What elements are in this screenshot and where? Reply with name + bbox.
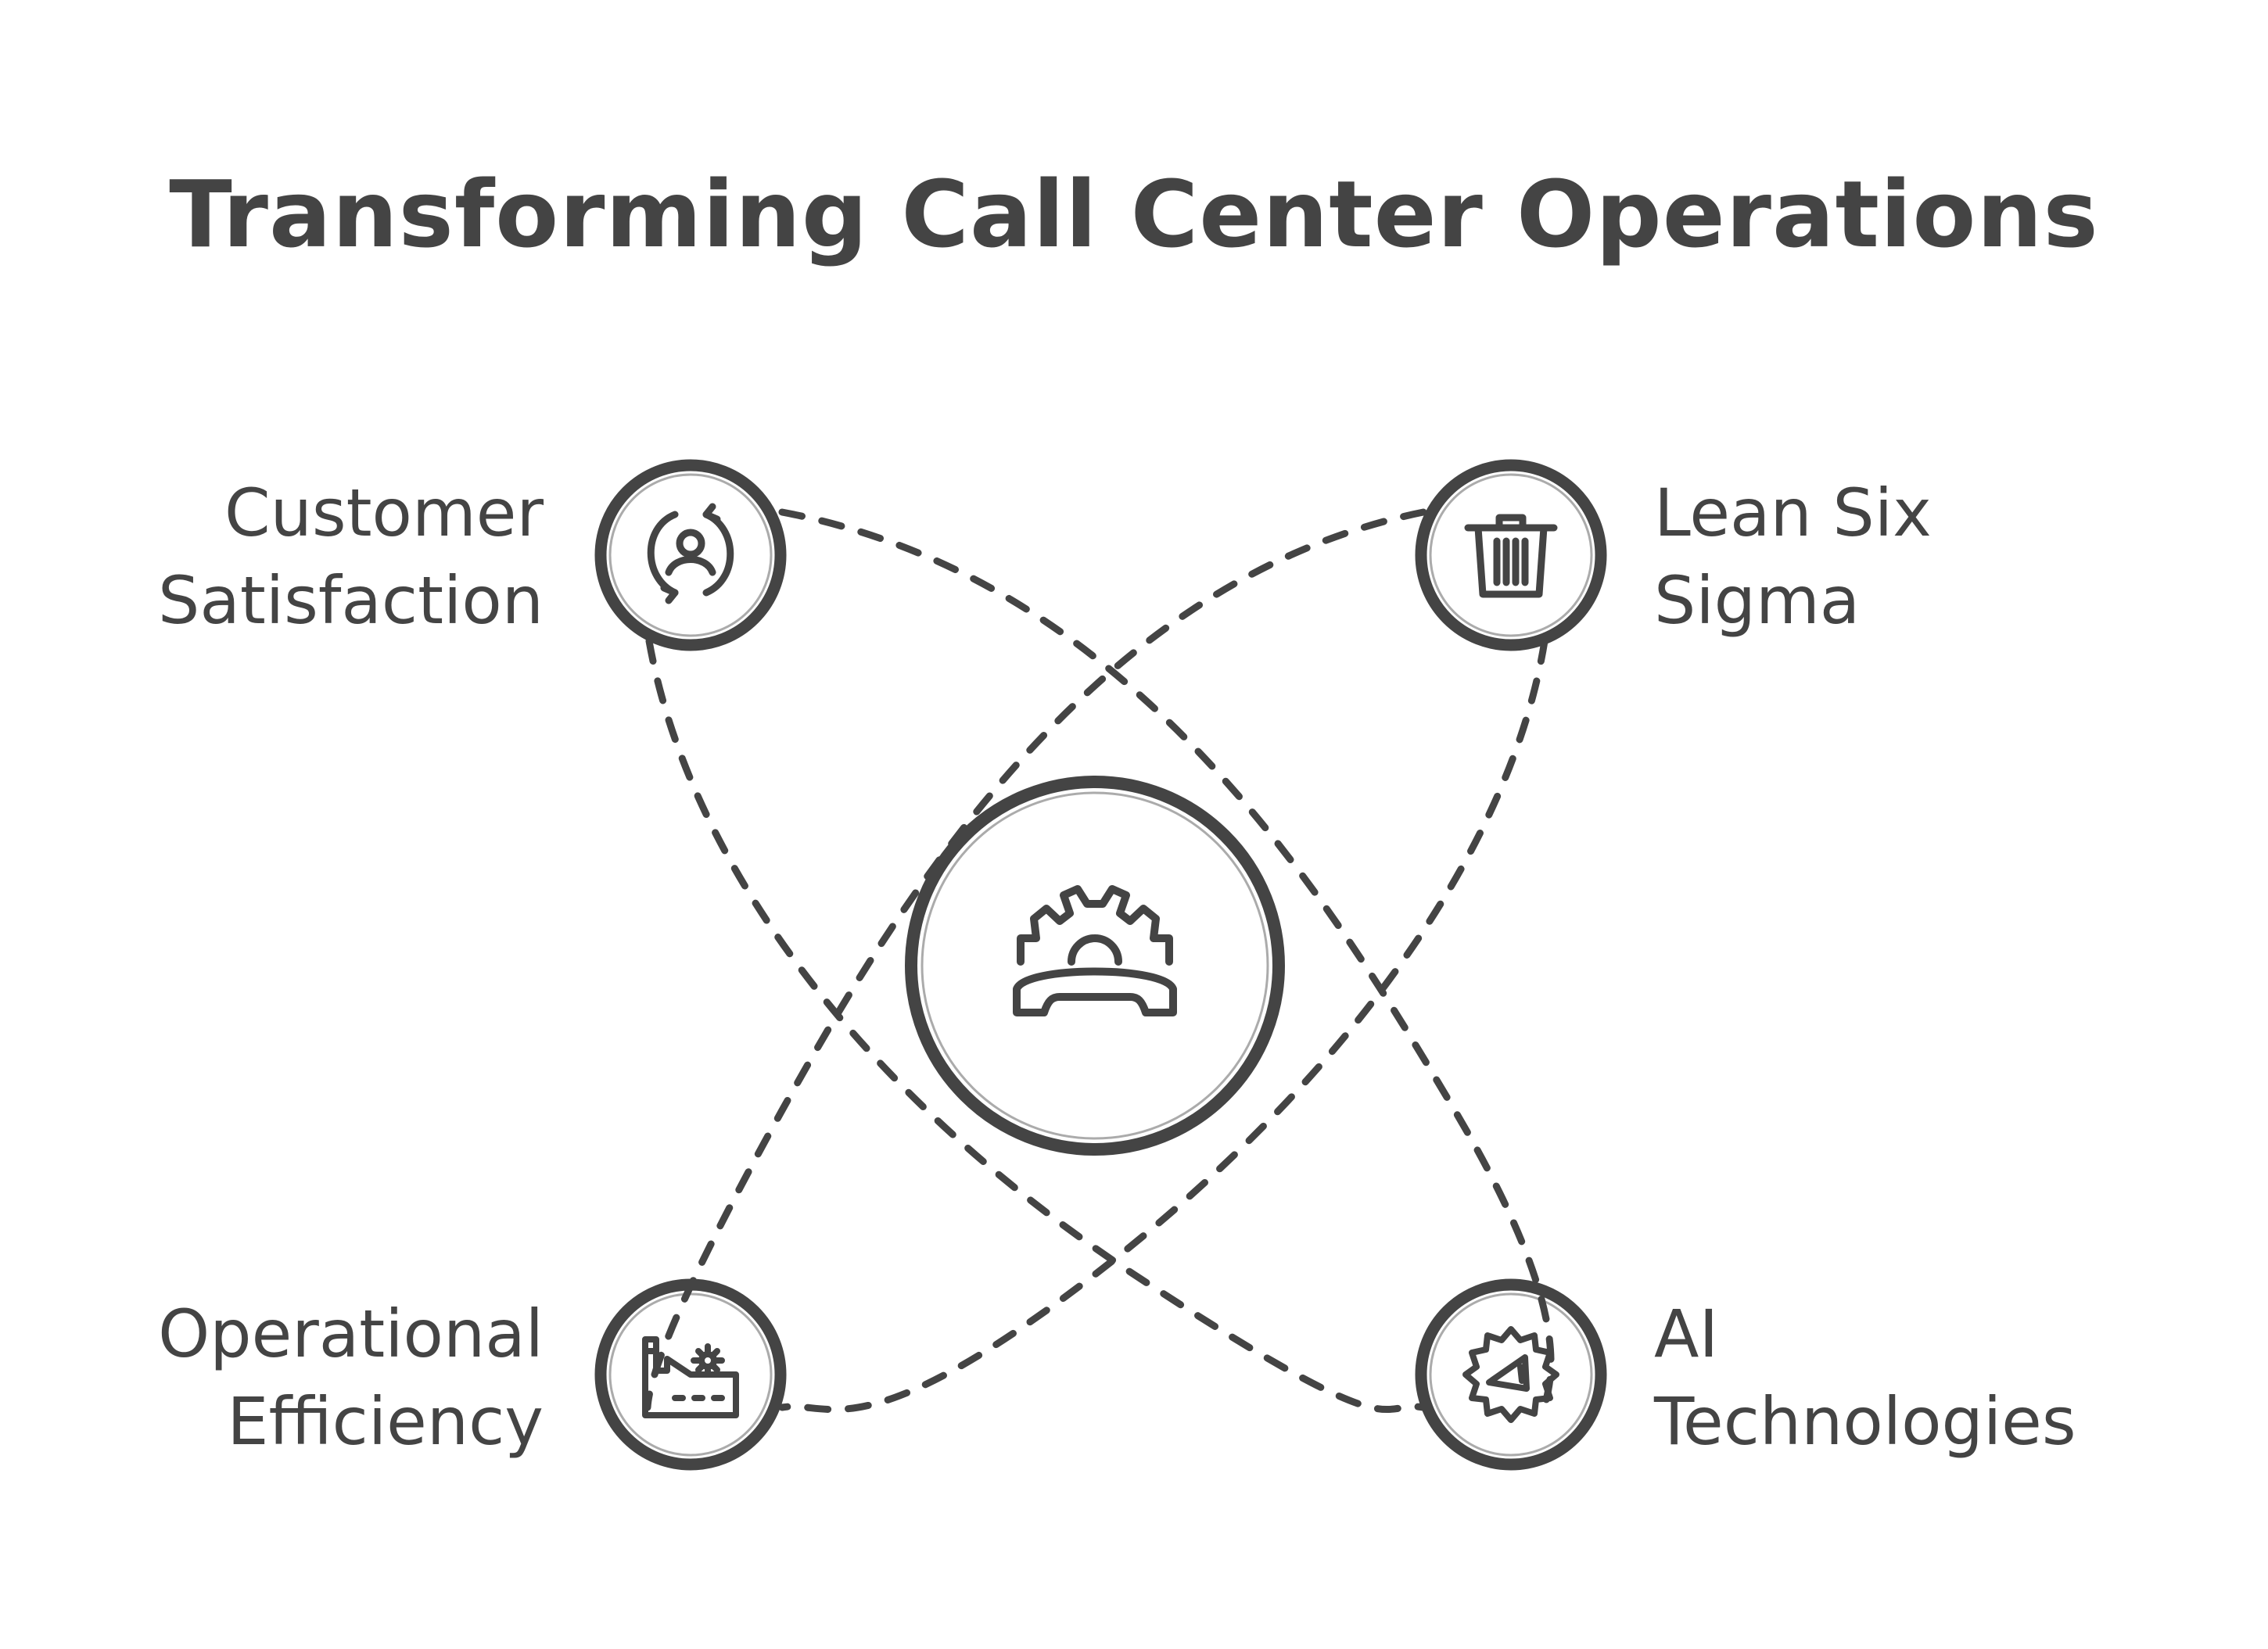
label-lean-six-sigma: Lean Six Sigma — [1654, 469, 1932, 644]
label-operational-efficiency: Operational Efficiency — [158, 1290, 544, 1465]
center-circle — [905, 776, 1285, 1156]
label-line: Lean Six — [1654, 475, 1932, 551]
label-ai-technologies: AI Technologies — [1654, 1290, 2076, 1465]
node-circle-inner — [608, 473, 773, 637]
label-line: Sigma — [1654, 562, 1861, 639]
node-circle-inner — [608, 1292, 773, 1457]
ai-gear-icon — [1462, 1326, 1559, 1423]
label-line: AI — [1654, 1296, 1719, 1372]
label-customer-satisfaction: Customer Satisfaction — [158, 469, 544, 644]
label-line: Operational — [158, 1296, 544, 1372]
node-customer-satisfaction — [594, 459, 787, 651]
connectors — [644, 508, 1555, 1414]
node-circle — [594, 1278, 787, 1471]
node-circle — [1415, 459, 1607, 651]
trash-bin-icon — [1464, 514, 1558, 598]
connector-lean-to-operational — [644, 508, 1427, 1411]
node-ai-technologies — [1415, 1278, 1607, 1471]
customer-cycle-icon — [647, 503, 734, 604]
connector-customer-to-ai — [778, 508, 1555, 1411]
label-line: Customer — [224, 475, 544, 551]
label-line: Satisfaction — [158, 562, 544, 639]
center-circle-inner — [920, 791, 1269, 1140]
connector-customer-to-lean-arc — [645, 637, 1427, 1414]
center-node — [905, 776, 1285, 1156]
node-lean-six-sigma — [1415, 459, 1607, 651]
factory-icon — [642, 1336, 739, 1418]
node-circle — [594, 459, 787, 651]
node-circle-inner — [1429, 1292, 1593, 1457]
label-line: Efficiency — [227, 1383, 544, 1460]
node-circle — [1415, 1278, 1607, 1471]
node-operational-efficiency — [594, 1278, 787, 1471]
label-line: Technologies — [1654, 1383, 2076, 1460]
diagram-title: Transforming Call Center Operations — [169, 160, 2099, 268]
node-circle-inner — [1429, 473, 1593, 637]
headset-gear-icon — [1013, 885, 1177, 1016]
